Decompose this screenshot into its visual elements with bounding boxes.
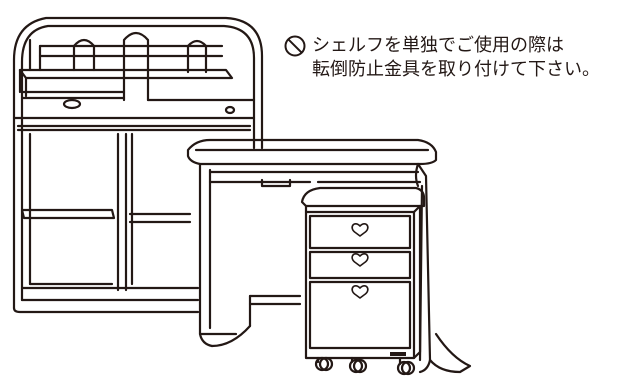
pedestal-cabinet <box>300 186 426 376</box>
desk-unit <box>186 138 472 374</box>
notice-text-line-2: 転倒防止金具を取り付けて下さい。 <box>312 59 600 80</box>
notice-line-1: シェルフを単独でご使用の際は <box>283 34 628 58</box>
safety-notice: シェルフを単独でご使用の際は 転倒防止金具を取り付けて下さい。 <box>283 34 628 82</box>
shelf-unit <box>12 16 264 314</box>
notice-text-line-1: シェルフを単独でご使用の際は <box>312 35 564 56</box>
prohibition-icon <box>284 35 306 57</box>
notice-line-2: 転倒防止金具を取り付けて下さい。 <box>283 58 628 82</box>
